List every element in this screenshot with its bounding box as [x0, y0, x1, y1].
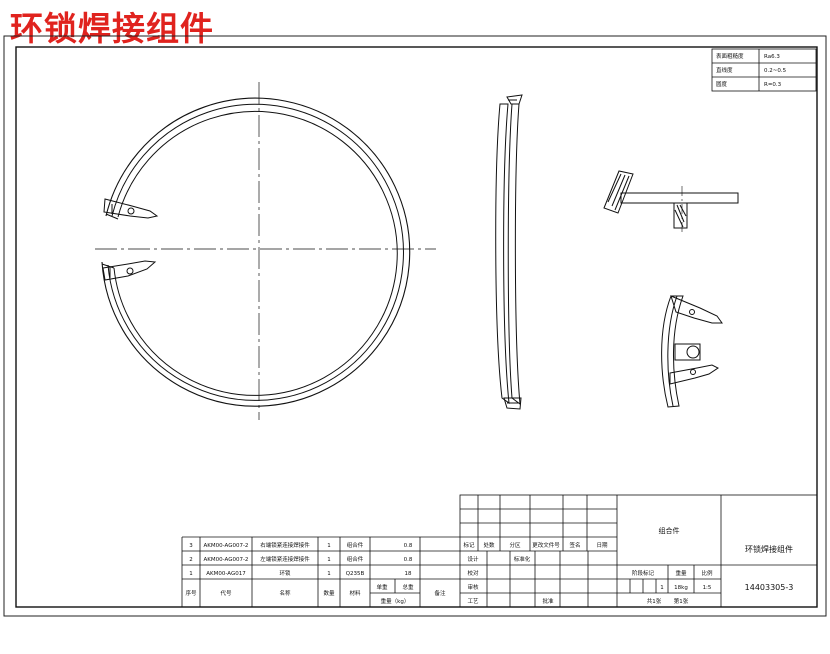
- parts-header-note: 备注: [434, 589, 446, 597]
- rev-header-zone: 分区: [509, 541, 521, 549]
- outer-border: [3, 35, 827, 617]
- part-0-material: 组合件: [347, 541, 364, 549]
- parts-header-unit-weight: 单重: [376, 583, 388, 591]
- drawing-number: 14403305-3: [745, 583, 794, 592]
- part-0-weight: 0.8: [404, 543, 413, 549]
- part-2-weight: 18: [405, 571, 412, 577]
- tech-label-0: 表面粗糙度: [716, 52, 744, 60]
- title-block-grid: [459, 494, 818, 608]
- stage-mark-label: 阶段标记: [632, 569, 655, 577]
- sheets-total: 共1张: [647, 597, 662, 605]
- sheet-count: 1: [660, 585, 664, 591]
- part-1-qty: 1: [327, 557, 331, 563]
- ring-side-view: [495, 94, 523, 410]
- tech-requirements-table: [711, 48, 817, 92]
- sheet-number: 第1张: [674, 597, 689, 605]
- weight-value: 18kg: [674, 585, 688, 591]
- tech-value-1: 0.2~0.5: [764, 68, 787, 74]
- approve-label: 批准: [542, 597, 554, 605]
- scale-label: 比例: [701, 569, 713, 577]
- part-2-no: 1: [189, 571, 193, 577]
- parts-header-total-weight: 总重: [402, 583, 414, 591]
- part-1-name: 左端锁紧连接焊接件: [260, 555, 310, 563]
- part-0-qty: 1: [327, 543, 331, 549]
- part-1-code: AKM00-AG007-2: [204, 557, 249, 563]
- rev-header-sign: 签名: [569, 541, 580, 549]
- parts-header-name: 名称: [279, 589, 291, 597]
- parts-header-qty: 数量: [323, 589, 335, 597]
- standardize-label: 标准化: [514, 555, 531, 563]
- tech-label-2: 圆度: [716, 80, 728, 88]
- parts-list-grid: [181, 536, 460, 607]
- part-2-name: 环锁: [279, 569, 291, 577]
- part-2-qty: 1: [327, 571, 331, 577]
- role-check: 校对: [467, 569, 479, 577]
- part-0-no: 3: [189, 543, 193, 549]
- lower-lock-lug: [102, 260, 157, 281]
- rev-header-count: 处数: [483, 541, 495, 549]
- tech-value-2: R=0.3: [764, 82, 782, 88]
- role-review: 审核: [467, 583, 479, 591]
- part-2-material: Q235B: [346, 571, 365, 577]
- part-0-name: 右端锁紧连接焊接件: [260, 541, 310, 549]
- lug-section-detail: [603, 170, 739, 234]
- ring-inner-arc: [113, 110, 398, 396]
- ring-outer-arc: [101, 97, 411, 407]
- parts-header-weight-kg: 重量（kg）: [381, 597, 410, 605]
- rev-header-mark: 标记: [463, 541, 475, 549]
- part-1-no: 2: [189, 557, 193, 563]
- tech-value-0: Ra6.3: [764, 54, 780, 60]
- rev-header-date: 日期: [596, 542, 608, 549]
- part-1-weight: 0.8: [404, 557, 413, 563]
- upper-lock-lug: [103, 198, 159, 219]
- assembly-label: 组合件: [659, 526, 680, 535]
- drawing-title: 环锁焊接组件: [10, 9, 214, 48]
- part-2-code: AKM00-AG017: [206, 571, 246, 577]
- inner-border: [15, 46, 818, 608]
- role-design: 设计: [467, 555, 479, 563]
- rev-header-doc: 更改文件号: [532, 541, 560, 549]
- parts-header-no: 序号: [185, 589, 197, 597]
- lock-closure-detail: [661, 295, 723, 408]
- parts-header-code: 代号: [220, 589, 232, 597]
- ring-middle-arc: [107, 103, 404, 401]
- tech-label-1: 直线度: [716, 66, 733, 74]
- weight-label: 重量: [675, 569, 687, 577]
- parts-header-material: 材料: [349, 589, 361, 597]
- part-1-material: 组合件: [347, 555, 364, 563]
- drawing-name: 环锁焊接组件: [745, 544, 793, 554]
- part-0-code: AKM00-AG007-2: [204, 543, 249, 549]
- scale-value: 1:5: [703, 585, 712, 591]
- ring-main-view: [95, 82, 436, 420]
- role-process: 工艺: [467, 598, 479, 605]
